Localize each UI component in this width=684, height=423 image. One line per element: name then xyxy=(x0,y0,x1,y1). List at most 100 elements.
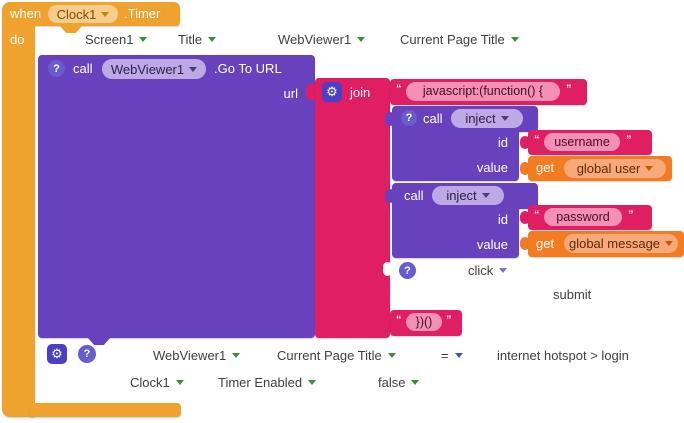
title-dropdown[interactable]: Title xyxy=(178,32,217,47)
when-keyword: when xyxy=(10,6,42,21)
click-dropdown[interactable]: click xyxy=(468,263,508,278)
compare-component-dropdown[interactable]: WebViewer1 xyxy=(153,348,241,363)
when-event-block-bottom-bar[interactable] xyxy=(30,403,181,417)
chevron-down-icon xyxy=(645,166,654,171)
go-to-url-component-label: WebViewer1 xyxy=(110,61,185,77)
compare-prop-dropdown[interactable]: Current Page Title xyxy=(277,348,396,363)
current-page-title-dropdown-label: Current Page Title xyxy=(400,32,505,47)
help-icon[interactable] xyxy=(48,60,65,77)
inject1-procedure-dropdown[interactable]: inject xyxy=(451,109,523,128)
do-keyword: do xyxy=(10,32,25,47)
inject1-name: inject xyxy=(465,111,496,126)
js-close-text-field[interactable]: })() xyxy=(406,313,442,331)
mutator-gear-icon[interactable] xyxy=(47,344,67,364)
open-quote: “ xyxy=(534,134,540,146)
inject1-id-label: id xyxy=(497,135,508,150)
chevron-down-icon xyxy=(499,268,508,273)
password-text: password xyxy=(556,209,610,224)
title-dropdown-label: Title xyxy=(178,32,203,47)
chevron-down-icon xyxy=(454,353,463,358)
inject2-plug xyxy=(385,189,395,203)
open-quote: “ xyxy=(396,314,402,326)
close-quote: ” xyxy=(446,314,452,326)
close-quote: ” xyxy=(628,209,634,221)
global-message-dropdown[interactable]: global message xyxy=(564,234,678,253)
chevron-down-icon xyxy=(139,37,148,42)
join-block[interactable] xyxy=(315,78,390,338)
text-block-plug xyxy=(382,85,392,99)
chevron-down-icon xyxy=(208,37,217,42)
get-keyword: get xyxy=(536,160,555,175)
setter-prop-dropdown[interactable]: Timer Enabled xyxy=(218,375,317,390)
chevron-down-icon xyxy=(189,66,198,72)
chevron-down-icon xyxy=(387,353,396,358)
help-icon[interactable] xyxy=(78,345,96,363)
call-keyword: call xyxy=(404,188,424,203)
inject2-id-label: id xyxy=(497,212,508,227)
call-inject1-body[interactable] xyxy=(392,128,519,181)
help-icon[interactable] xyxy=(399,262,416,279)
url-param-label: url xyxy=(283,86,298,101)
call-go-to-url-block[interactable] xyxy=(38,55,315,338)
go-to-url-component-dropdown[interactable]: WebViewer1 xyxy=(102,59,206,79)
mutator-gear-icon[interactable] xyxy=(322,82,342,102)
compare-op-dropdown[interactable]: = xyxy=(441,348,463,363)
inject2-name: inject xyxy=(446,188,477,203)
chevron-down-icon xyxy=(101,11,110,17)
click-dropdown-label: click xyxy=(468,263,494,278)
close-quote: ” xyxy=(566,83,572,95)
compare-prop-label: Current Page Title xyxy=(277,348,382,363)
chevron-down-icon xyxy=(357,37,366,42)
timer-event-label: .Timer xyxy=(124,6,161,21)
compare-op-label: = xyxy=(441,348,449,363)
chevron-down-icon xyxy=(308,380,317,385)
inject2-procedure-dropdown[interactable]: inject xyxy=(432,186,504,205)
webviewer-dropdown-label: WebViewer1 xyxy=(278,32,352,47)
open-quote: “ xyxy=(396,83,402,95)
username-text: username xyxy=(554,134,610,149)
global-user-label: global user xyxy=(576,161,641,176)
inject2-value-label: value xyxy=(476,237,508,252)
when-event-block-left-arm[interactable] xyxy=(2,24,35,417)
username-text-field[interactable]: username xyxy=(544,133,620,151)
password-text-field[interactable]: password xyxy=(544,208,622,226)
close-quote: ” xyxy=(626,134,632,146)
statement-socket-notch xyxy=(60,26,82,33)
click-arg-label: submit xyxy=(553,287,592,302)
setter-component-dropdown[interactable]: Clock1 xyxy=(130,375,184,390)
clock1-dropdown[interactable]: Clock1 xyxy=(48,5,118,23)
global-user-dropdown[interactable]: global user xyxy=(564,159,666,178)
text-block-plug xyxy=(382,316,392,330)
next-connector-tab xyxy=(88,338,110,345)
inject1-plug xyxy=(385,112,395,126)
current-page-title-dropdown[interactable]: Current Page Title xyxy=(400,32,519,47)
go-to-url-method-label: .Go To URL xyxy=(214,61,282,76)
screen1-dropdown-label: Screen1 xyxy=(85,32,134,47)
get-block-plug xyxy=(520,237,530,250)
text-block-plug xyxy=(520,136,530,149)
chevron-down-icon xyxy=(500,116,509,121)
global-message-label: global message xyxy=(568,236,661,251)
compare-value-label: internet hotspot > login xyxy=(497,348,629,363)
setter-component-label: Clock1 xyxy=(130,375,170,390)
chevron-down-icon xyxy=(411,380,420,385)
js-open-text: javascript:(function() { xyxy=(422,84,544,99)
setter-value-dropdown[interactable]: false xyxy=(378,375,420,390)
chevron-down-icon xyxy=(481,193,490,198)
setter-value-label: false xyxy=(378,375,406,390)
click-row-socket xyxy=(383,262,392,276)
compare-component-label: WebViewer1 xyxy=(153,348,227,363)
js-close-text: })() xyxy=(415,314,433,329)
screen1-dropdown[interactable]: Screen1 xyxy=(85,32,148,47)
clock1-dropdown-label: Clock1 xyxy=(56,6,97,22)
help-icon[interactable] xyxy=(401,110,417,126)
call-keyword: call xyxy=(423,111,443,126)
call-inject2-body[interactable] xyxy=(392,205,519,258)
webviewer-dropdown[interactable]: WebViewer1 xyxy=(278,32,366,47)
inject1-value-label: value xyxy=(476,160,508,175)
get-block-plug xyxy=(520,162,530,175)
js-open-text-field[interactable]: javascript:(function() { xyxy=(406,82,560,101)
text-block-plug xyxy=(520,211,530,224)
chevron-down-icon xyxy=(232,353,241,358)
